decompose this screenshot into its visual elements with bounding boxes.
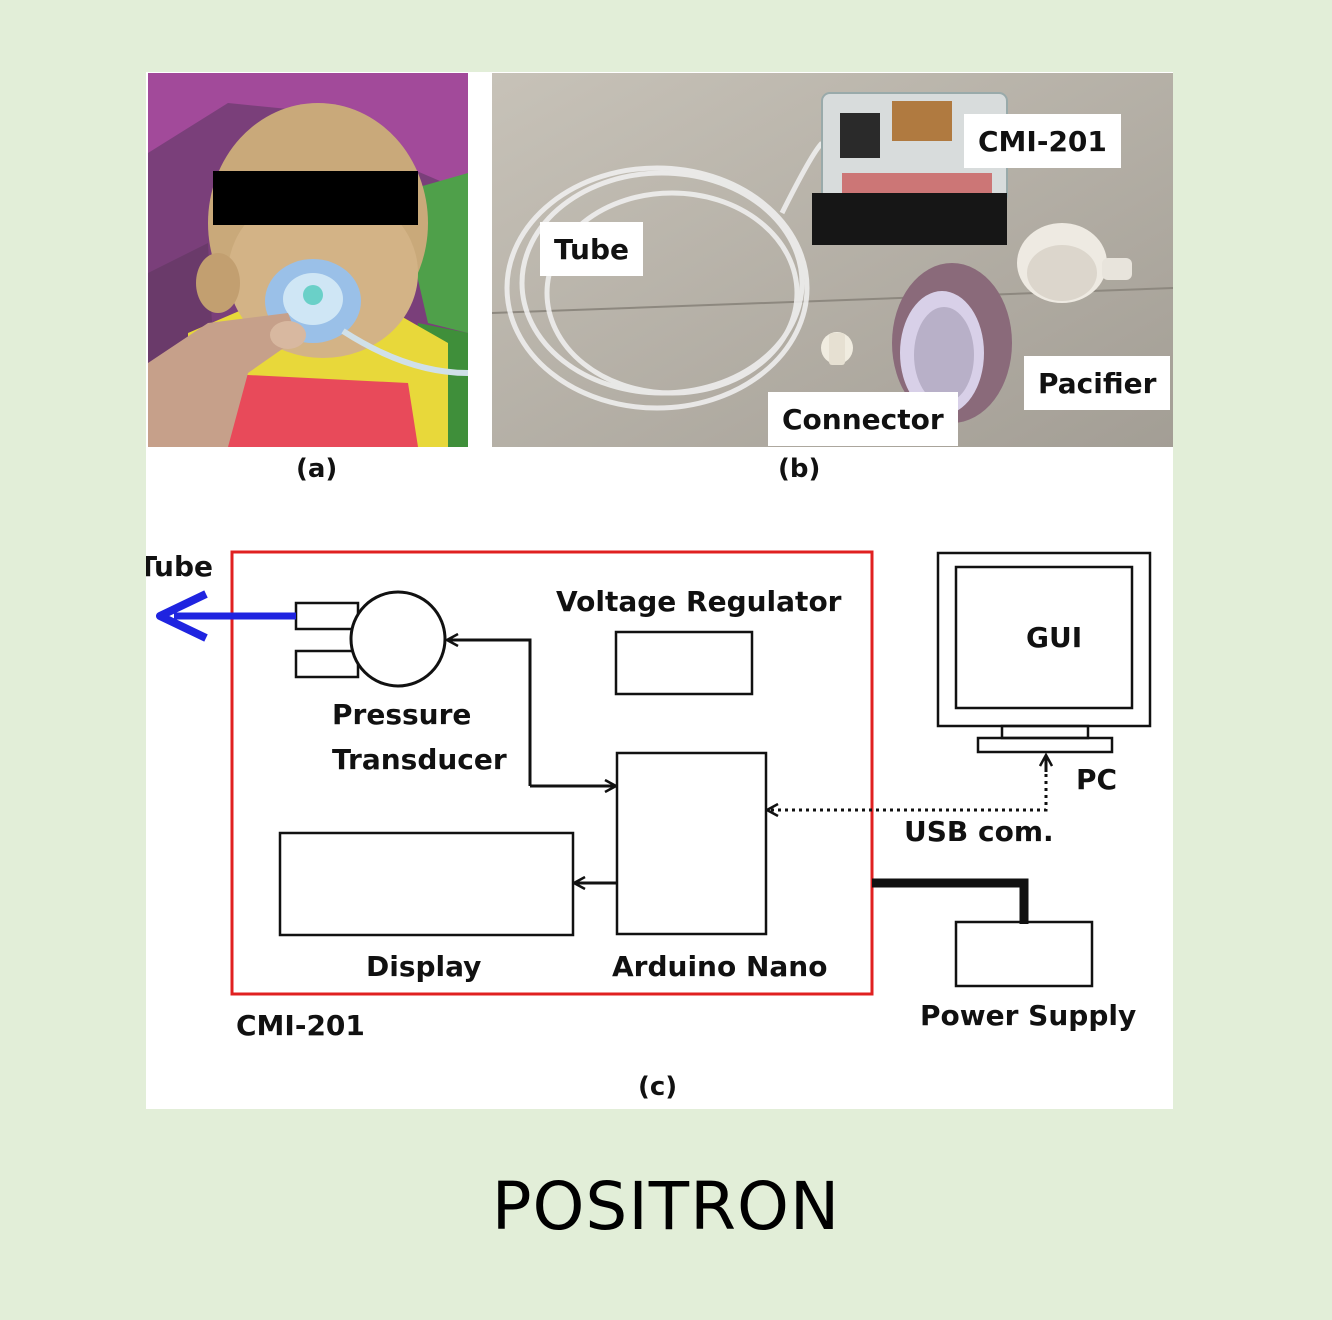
voltage-regulator-box [614, 630, 754, 696]
panel-a-caption: (a) [296, 454, 338, 484]
display-box [278, 831, 575, 937]
transducer-port-top [294, 601, 360, 631]
usb-link [768, 760, 1048, 810]
figure-panel: (a) [146, 72, 1173, 1109]
panel-b-caption: (b) [778, 454, 821, 484]
monitor-inner [954, 565, 1134, 710]
gui-label: GUI [1026, 621, 1083, 654]
monitor-base [976, 736, 1114, 754]
power-supply-box [954, 920, 1094, 988]
label-connector: Connector [768, 392, 958, 446]
pc-label: PC [1076, 763, 1118, 796]
label-pacifier: Pacifier [1024, 356, 1171, 410]
transducer-circle [349, 590, 447, 688]
label-device: CMI-201 [964, 114, 1121, 168]
transducer-port-bottom [294, 649, 360, 679]
arduino-label: Arduino Nano [612, 950, 828, 983]
usb-label: USB com. [904, 815, 1054, 848]
panel-c-caption: (c) [638, 1072, 678, 1102]
brand-footer: POSITRON [491, 1168, 841, 1245]
pressure-label: Pressure [332, 698, 472, 731]
tube-arrow-head [156, 590, 208, 642]
voltage-regulator-label: Voltage Regulator [556, 585, 842, 618]
display-label: Display [366, 950, 482, 983]
power-supply-label: Power Supply [920, 999, 1137, 1032]
device-enclosure [230, 550, 874, 996]
monitor-neck [1000, 724, 1090, 740]
label-tube: Tube [540, 222, 643, 276]
block-diagram [156, 550, 1152, 996]
transducer-label: Transducer [332, 743, 507, 776]
device-name-label: CMI-201 [236, 1009, 365, 1042]
arduino-box [615, 751, 768, 936]
tube-label: Tube [146, 550, 213, 583]
power-link [872, 878, 1029, 924]
infant-photo [148, 73, 468, 447]
transducer-arduino-link [448, 640, 532, 786]
